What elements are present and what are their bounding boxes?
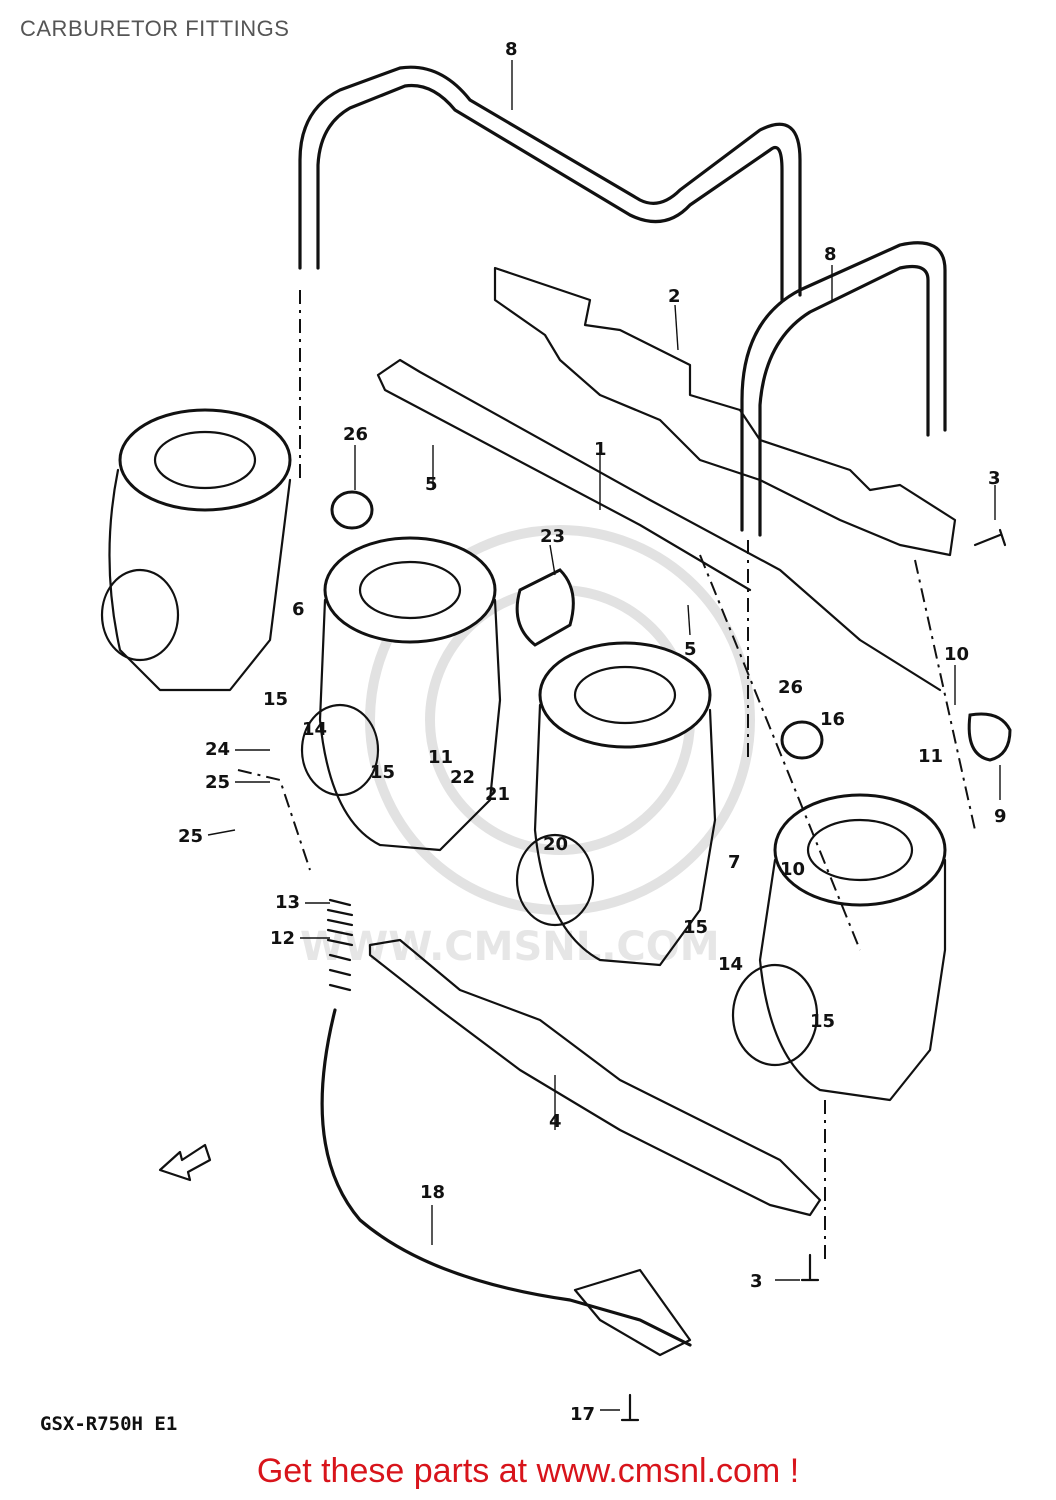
- callout-15: 15: [263, 689, 288, 710]
- leader-lines: [207, 60, 1001, 1411]
- carburetor-2: [300, 536, 502, 852]
- callout-16: 16: [820, 709, 845, 730]
- callout-14: 14: [302, 719, 327, 740]
- callout-20: 21: [485, 784, 510, 805]
- callout-8b: 7: [728, 852, 741, 873]
- bolt-3-bottom: [800, 1253, 820, 1282]
- callout-24: 25: [205, 772, 230, 793]
- callout-1: 1: [594, 439, 607, 460]
- callout-15c: 15: [683, 917, 708, 938]
- carburetor-4: [731, 793, 947, 1102]
- callout-10: 10: [944, 644, 969, 665]
- callout-3: 3: [988, 468, 1001, 489]
- callout-10b: 10: [780, 859, 805, 880]
- callout-4: 4: [549, 1111, 562, 1132]
- callout-17: 17: [570, 1404, 595, 1425]
- callout-14b: 14: [718, 954, 743, 975]
- callout-26: 26: [343, 424, 368, 445]
- callout-12: 12: [270, 928, 295, 949]
- knob-9: [967, 712, 1012, 762]
- carburetor-3: [515, 641, 717, 967]
- screw-3-top: [973, 528, 1007, 547]
- watermark-text: WWW.CMSNL.COM: [300, 924, 720, 970]
- page-title: CARBURETOR FITTINGS: [20, 16, 290, 41]
- callout-8: 6: [292, 599, 305, 620]
- callout-6: 8: [824, 244, 837, 265]
- callout-15d: 15: [810, 1011, 835, 1032]
- hose-22: [515, 568, 575, 647]
- callout-23: 24: [205, 739, 230, 760]
- link-bar-1: [376, 358, 942, 692]
- callout-21: 22: [450, 767, 475, 788]
- vent-hose-6: [740, 241, 947, 532]
- callout-2: 2: [668, 286, 681, 307]
- callout-26b: 26: [778, 677, 803, 698]
- callout-13: 13: [275, 892, 300, 913]
- cap-26-b: [780, 720, 824, 760]
- cable-18: [320, 1008, 692, 1347]
- footer-link[interactable]: Get these parts at www.cmsnl.com !: [256, 1452, 800, 1490]
- vent-hose-7: [298, 65, 802, 297]
- callout-7: 8: [505, 39, 518, 60]
- bolt-17: [620, 1393, 640, 1422]
- callout-22: 23: [540, 526, 565, 547]
- plate-4: [368, 938, 822, 1217]
- model-code: GSX-R750H E1: [40, 1413, 177, 1435]
- bracket-2: [493, 266, 957, 557]
- callout-11b: 11: [428, 747, 453, 768]
- carburetor-1: [100, 408, 292, 692]
- callout-11: 11: [918, 746, 943, 767]
- callout-5: 5: [425, 474, 438, 495]
- callout-18: 18: [420, 1182, 445, 1203]
- callout-5b: 5: [684, 639, 697, 660]
- callout-19: 20: [543, 834, 568, 855]
- callout-9: 9: [994, 806, 1007, 827]
- forward-arrow-icon: [158, 1143, 212, 1182]
- callout-labels: 8 8 2 1 26 5 23 5 3 10 26 16 11 9 6 15 1…: [178, 39, 1007, 1425]
- callout-3b: 3: [750, 1271, 763, 1292]
- spring-12: [326, 898, 354, 992]
- callout-25: 25: [178, 826, 203, 847]
- cap-26-a: [330, 490, 374, 530]
- callout-15b: 15: [370, 762, 395, 783]
